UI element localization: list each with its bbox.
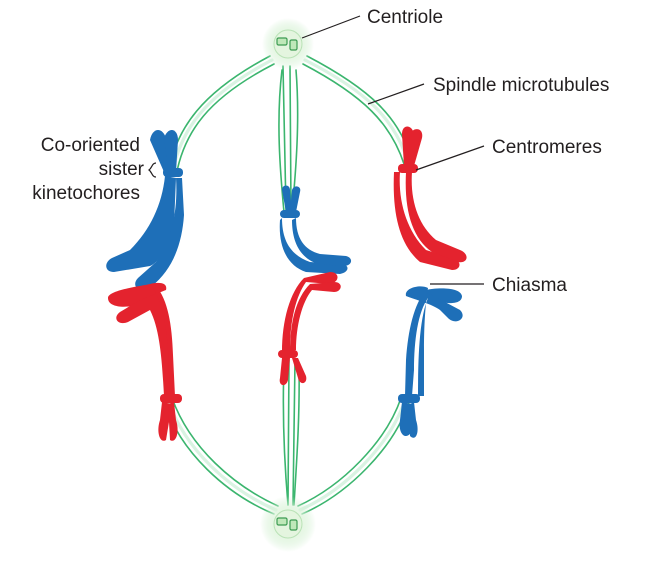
label-co-oriented-line3: kinetochores	[32, 183, 140, 204]
spindle-microtubules	[163, 55, 413, 515]
label-centromeres: Centromeres	[492, 137, 602, 158]
label-co-oriented-line1: Co-oriented	[41, 135, 140, 156]
left-bivalent	[106, 129, 184, 441]
label-centriole: Centriole	[367, 7, 443, 28]
leader-lines	[147, 15, 485, 285]
middle-bivalent	[278, 185, 352, 386]
right-bivalent	[393, 126, 467, 438]
centriole-top	[262, 18, 314, 70]
label-spindle-microtubules: Spindle microtubules	[433, 75, 609, 96]
label-co-oriented-line2: sister	[99, 159, 145, 180]
label-chiasma: Chiasma	[492, 275, 567, 296]
centriole-bottom	[260, 496, 316, 552]
